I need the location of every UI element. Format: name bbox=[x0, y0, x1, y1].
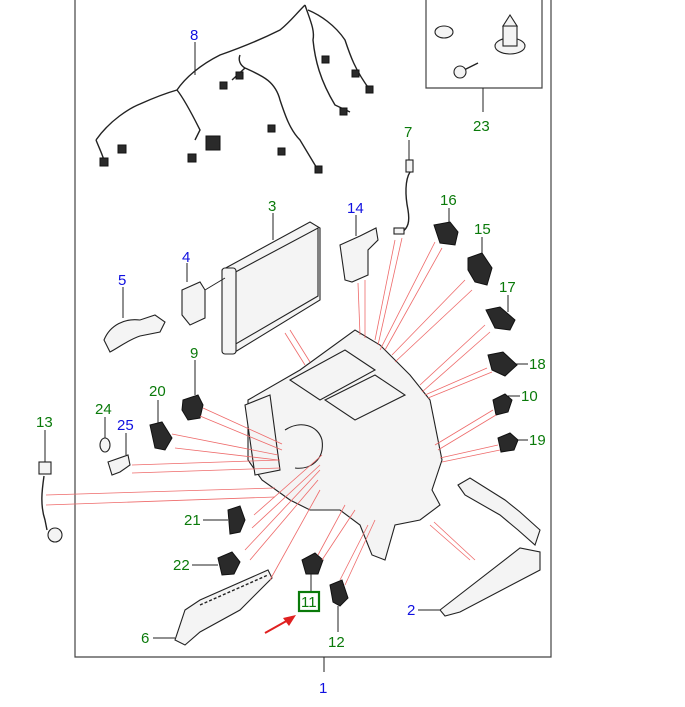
assembly-frame bbox=[74, 0, 552, 672]
callout-5[interactable]: 5 bbox=[118, 272, 126, 289]
callout-2[interactable]: 2 bbox=[407, 602, 415, 619]
actuator-19[interactable] bbox=[497, 432, 528, 453]
push-pin-icon bbox=[494, 13, 526, 55]
pointer-arrow bbox=[264, 615, 296, 634]
callout-20[interactable]: 20 bbox=[149, 383, 166, 400]
actuator-17[interactable] bbox=[485, 295, 516, 331]
actuator-12[interactable] bbox=[329, 579, 349, 632]
callout-21[interactable]: 21 bbox=[184, 512, 201, 529]
callout-4[interactable]: 4 bbox=[182, 249, 190, 266]
callout-16[interactable]: 16 bbox=[440, 192, 457, 209]
callout-11[interactable]: 11 bbox=[301, 594, 317, 611]
actuator-22[interactable] bbox=[192, 551, 241, 576]
evaporator-core[interactable] bbox=[221, 213, 321, 355]
callout-14[interactable]: 14 bbox=[347, 200, 364, 217]
heater-core[interactable] bbox=[418, 477, 541, 617]
callout-8[interactable]: 8 bbox=[190, 27, 198, 44]
callout-25[interactable]: 25 bbox=[117, 417, 134, 434]
callout-24[interactable]: 24 bbox=[95, 401, 112, 418]
callout-3[interactable]: 3 bbox=[268, 198, 276, 215]
sensor-clip[interactable] bbox=[107, 433, 131, 476]
temperature-sensor[interactable] bbox=[393, 140, 414, 235]
callout-23[interactable]: 23 bbox=[473, 118, 490, 135]
footwell-duct[interactable] bbox=[153, 569, 273, 646]
callout-19[interactable]: 19 bbox=[529, 432, 546, 449]
callout-6[interactable]: 6 bbox=[141, 630, 149, 647]
bracket[interactable] bbox=[339, 215, 379, 283]
red-leader-lines bbox=[45, 237, 501, 586]
callout-18[interactable]: 18 bbox=[529, 356, 546, 373]
actuator-11[interactable] bbox=[301, 552, 324, 592]
cap[interactable] bbox=[99, 417, 111, 453]
screw-icon bbox=[453, 62, 479, 79]
fastener-kit-box[interactable] bbox=[425, 0, 543, 112]
actuator-10[interactable] bbox=[492, 393, 520, 416]
cap-nut-icon bbox=[434, 25, 454, 39]
callout-labels: 1 2 3 4 5 6 7 8 9 10 11 12 13 14 15 16 1… bbox=[36, 27, 546, 697]
callout-7[interactable]: 7 bbox=[404, 124, 412, 141]
wiring-harness[interactable] bbox=[95, 4, 374, 174]
callout-10[interactable]: 10 bbox=[521, 388, 538, 405]
callout-1[interactable]: 1 bbox=[319, 680, 327, 697]
heater-housing[interactable] bbox=[244, 329, 443, 561]
actuator-15[interactable] bbox=[467, 237, 493, 286]
actuator-18[interactable] bbox=[487, 351, 528, 377]
callout-15[interactable]: 15 bbox=[474, 221, 491, 238]
callout-22[interactable]: 22 bbox=[173, 557, 190, 574]
actuator-21[interactable] bbox=[203, 505, 246, 535]
callout-9[interactable]: 9 bbox=[190, 345, 198, 362]
actuator-20[interactable] bbox=[149, 400, 173, 451]
actuator-9[interactable] bbox=[181, 360, 204, 421]
drain-hose[interactable] bbox=[38, 430, 63, 543]
actuator-16[interactable] bbox=[433, 208, 459, 246]
selected-callout-box bbox=[297, 590, 321, 613]
evaporator-pipe[interactable] bbox=[103, 287, 166, 353]
callout-12[interactable]: 12 bbox=[328, 634, 345, 651]
callout-13[interactable]: 13 bbox=[36, 414, 53, 431]
callout-17[interactable]: 17 bbox=[499, 279, 516, 296]
expansion-valve[interactable] bbox=[181, 263, 226, 326]
